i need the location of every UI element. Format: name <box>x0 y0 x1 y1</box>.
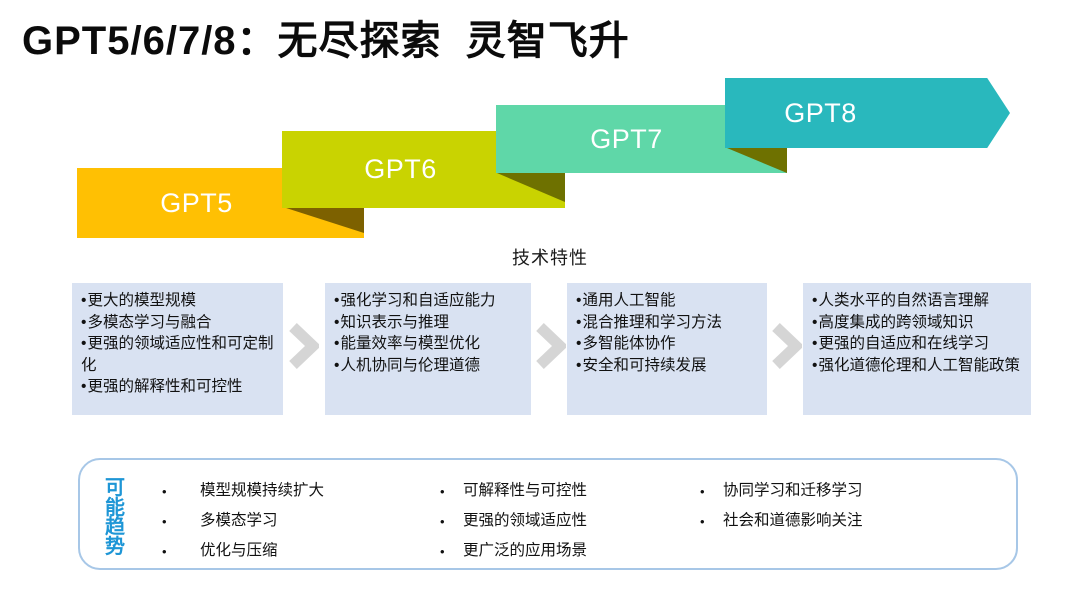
feature-item-text: 多模态学习与融合 <box>87 313 212 331</box>
feature-item: •更强的解释性和可控性 <box>81 376 275 398</box>
chevron-right-glyph <box>772 323 804 369</box>
feature-item-text: 混合推理和学习方法 <box>582 313 722 331</box>
feature-item: •强化学习和自适应能力 <box>334 290 523 312</box>
bullet-dot: • <box>162 544 167 559</box>
trend-item: • 协同学习和迁移学习 <box>700 482 863 500</box>
trends-column-3: • 协同学习和迁移学习 • 社会和道德影响关注 <box>700 482 863 542</box>
feature-item-text: 多智能体协作 <box>582 335 676 352</box>
feature-item-text: 强化道德伦理和人工智能政策 <box>818 356 1020 374</box>
feature-item: •能量效率与模型优化 <box>334 333 523 355</box>
bullet-dot: • <box>576 356 582 374</box>
bullet-dot: • <box>81 335 87 352</box>
trends-column-2: • 可解释性与可控性 • 更强的领域适应性 • 更广泛的应用场景 <box>440 482 587 572</box>
trend-item-text: 更强的领域适应性 <box>463 512 588 529</box>
bullet-dot: • <box>81 292 87 309</box>
feature-item: •更大的模型规模 <box>81 290 275 312</box>
chevron-right-glyph <box>289 323 321 369</box>
feature-item-text: 更大的模型规模 <box>87 292 196 309</box>
feature-item: •更强的自适应和在线学习 <box>812 333 1023 355</box>
trend-item: • 社会和道德影响关注 <box>700 512 863 530</box>
feature-item: •高度集成的跨领域知识 <box>812 312 1023 334</box>
trend-item: • 更强的领域适应性 <box>440 512 587 530</box>
trend-item: • 模型规模持续扩大 <box>162 482 324 500</box>
feature-box-gpt6: •强化学习和自适应能力 •知识表示与推理 •能量效率与模型优化 •人机协同与伦理… <box>325 283 531 415</box>
banner-gpt8-arrow: GPT8 <box>725 78 1010 148</box>
slide-title: GPT5/6/7/8：无尽探索 灵智飞升 <box>22 19 630 63</box>
feature-item: •知识表示与推理 <box>334 312 523 334</box>
trend-item-text: 社会和道德影响关注 <box>723 512 863 529</box>
bullet-dot: • <box>440 544 445 559</box>
bullet-dot: • <box>700 484 705 499</box>
banner-gpt5-label: GPT5 <box>160 187 233 218</box>
chevron-right-icon <box>770 322 804 370</box>
bullet-dot: • <box>334 356 340 374</box>
feature-box-gpt5: •更大的模型规模 •多模态学习与融合 •更强的领域适应性和可定制化 •更强的解释… <box>72 283 283 415</box>
feature-item: •多智能体协作 <box>576 333 759 355</box>
feature-item: •多模态学习与融合 <box>81 312 275 334</box>
bullet-dot: • <box>334 335 340 352</box>
feature-item-text: 能量效率与模型优化 <box>340 335 480 352</box>
banner-gpt7-label: GPT7 <box>590 123 663 154</box>
feature-item: •通用人工智能 <box>576 290 759 312</box>
bullet-dot: • <box>81 378 87 395</box>
feature-item: •人机协同与伦理道德 <box>334 355 523 377</box>
trends-column-1: • 模型规模持续扩大 • 多模态学习 • 优化与压缩 <box>162 482 324 572</box>
feature-item: •安全和可持续发展 <box>576 355 759 377</box>
feature-item-text: 安全和可持续发展 <box>582 356 707 374</box>
bullet-dot: • <box>576 313 582 331</box>
bullet-dot: • <box>812 292 818 309</box>
trends-vertical-label: 可能趋势 <box>105 477 125 558</box>
section-label-tech-features: 技术特性 <box>512 248 588 268</box>
bullet-dot: • <box>700 514 705 529</box>
trend-item: • 优化与压缩 <box>162 542 324 560</box>
chevron-right-icon <box>534 322 568 370</box>
bullet-dot: • <box>81 313 87 331</box>
chevron-right-glyph <box>536 323 568 369</box>
bullet-dot: • <box>440 514 445 529</box>
feature-item-text: 通用人工智能 <box>582 292 676 309</box>
trend-item: • 多模态学习 <box>162 512 324 530</box>
feature-item: •人类水平的自然语言理解 <box>812 290 1023 312</box>
feature-item-text: 人类水平的自然语言理解 <box>818 292 989 309</box>
bullet-dot: • <box>576 292 582 309</box>
feature-box-gpt8: •人类水平的自然语言理解 •高度集成的跨领域知识 •更强的自适应和在线学习 •强… <box>803 283 1031 415</box>
bullet-dot: • <box>812 335 818 352</box>
trend-item: • 可解释性与可控性 <box>440 482 587 500</box>
banner-gpt8-label: GPT8 <box>784 97 857 128</box>
bullet-dot: • <box>440 484 445 499</box>
bullet-dot: • <box>334 292 340 309</box>
trend-item-text: 更广泛的应用场景 <box>463 542 588 559</box>
feature-item-text: 更强的自适应和在线学习 <box>818 335 989 352</box>
feature-item-text: 知识表示与推理 <box>340 313 449 331</box>
feature-item-text: 人机协同与伦理道德 <box>340 356 480 374</box>
bullet-dot: • <box>162 484 167 499</box>
feature-item-text: 更强的领域适应性和可定制化 <box>81 335 274 374</box>
feature-box-gpt7: •通用人工智能 •混合推理和学习方法 •多智能体协作 •安全和可持续发展 <box>567 283 767 415</box>
feature-item-text: 高度集成的跨领域知识 <box>818 313 974 331</box>
feature-item: •混合推理和学习方法 <box>576 312 759 334</box>
bullet-dot: • <box>334 313 340 331</box>
feature-item: •强化道德伦理和人工智能政策 <box>812 355 1023 377</box>
chevron-right-icon <box>287 322 321 370</box>
trend-item-text: 多模态学习 <box>200 512 278 529</box>
trend-item-text: 可解释性与可控性 <box>463 482 588 499</box>
trends-panel: 可能趋势 • 模型规模持续扩大 • 多模态学习 • 优化与压缩 • 可解释性与可控性 •… <box>78 458 1018 570</box>
trend-item-text: 协同学习和迁移学习 <box>723 482 863 499</box>
trend-item-text: 模型规模持续扩大 <box>200 482 325 499</box>
trend-item: • 更广泛的应用场景 <box>440 542 587 560</box>
bullet-dot: • <box>576 335 582 352</box>
banner-gpt6-label: GPT6 <box>364 154 437 184</box>
feature-item-text: 强化学习和自适应能力 <box>340 292 496 309</box>
feature-item-text: 更强的解释性和可控性 <box>87 378 243 395</box>
bullet-dot: • <box>812 313 818 331</box>
trend-item-text: 优化与压缩 <box>200 542 278 559</box>
feature-item: •更强的领域适应性和可定制化 <box>81 333 275 376</box>
bullet-dot: • <box>162 514 167 529</box>
bullet-dot: • <box>812 356 818 374</box>
